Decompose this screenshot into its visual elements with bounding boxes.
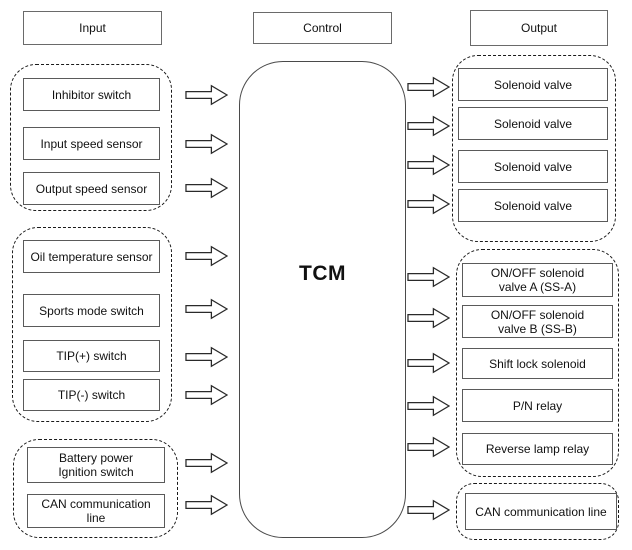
- input-item-label: Battery power Ignition switch: [58, 451, 134, 479]
- input-group-1-dashed-border: [10, 64, 172, 211]
- input-item-label: Sports mode switch: [39, 303, 144, 318]
- output-group-2-dashed-border: [456, 249, 619, 477]
- control-header-label: Control: [303, 21, 342, 35]
- input-item-label: Oil temperature sensor: [30, 249, 153, 264]
- output-arrow-1-right-arrow-icon: [407, 76, 450, 98]
- input-arrow-8-right-arrow-icon: [185, 452, 228, 474]
- output-arrow-10-right-arrow-icon: [407, 499, 450, 521]
- output-arrow-4-right-arrow-icon: [407, 193, 450, 215]
- control-column-header: Control: [253, 12, 392, 44]
- output-arrow-5-right-arrow-icon: [407, 266, 450, 288]
- tcm-label: TCM: [299, 262, 346, 285]
- input-item-label: CAN communication line: [41, 497, 151, 525]
- input-arrow-3-right-arrow-icon: [185, 177, 228, 199]
- input-arrow-1-right-arrow-icon: [185, 84, 228, 106]
- output-arrow-7-right-arrow-icon: [407, 352, 450, 374]
- output-item-label: ON/OFF solenoid valve B (SS-B): [490, 307, 585, 336]
- output-item-label: Solenoid valve: [493, 198, 573, 213]
- output-item-shift-lock-solenoid: Shift lock solenoid: [462, 348, 613, 379]
- input-item-inhibitor-switch: Inhibitor switch: [23, 78, 160, 111]
- output-arrow-6-right-arrow-icon: [407, 307, 450, 329]
- output-item-label: Reverse lamp relay: [485, 442, 590, 456]
- input-header-label: Input: [79, 21, 106, 35]
- input-item-sports-mode-switch: Sports mode switch: [23, 294, 160, 327]
- input-arrow-9-right-arrow-icon: [185, 494, 228, 516]
- input-item-battery-power-ignition-switch: Battery power Ignition switch: [27, 447, 165, 483]
- input-item-oil-temperature-sensor: Oil temperature sensor: [23, 240, 160, 273]
- output-arrow-2-right-arrow-icon: [407, 115, 450, 137]
- input-item-can-communication-line: CAN communication line: [27, 494, 165, 528]
- input-item-label: TIP(+) switch: [56, 349, 127, 363]
- input-arrow-6-right-arrow-icon: [185, 346, 228, 368]
- output-item-label: Solenoid valve: [493, 159, 573, 174]
- input-item-input-speed-sensor: Input speed sensor: [23, 127, 160, 160]
- output-header-label: Output: [520, 21, 558, 35]
- output-item-reverse-lamp-relay: Reverse lamp relay: [462, 433, 613, 465]
- tcm-box: TCM: [239, 61, 406, 538]
- output-group-1-dashed-border: [452, 55, 616, 242]
- output-column-header: Output: [470, 10, 608, 46]
- input-item-tip-plus-switch: TIP(+) switch: [23, 340, 160, 372]
- input-item-label: Inhibitor switch: [51, 87, 132, 102]
- output-arrow-3-right-arrow-icon: [407, 154, 450, 176]
- input-arrow-5-right-arrow-icon: [185, 298, 228, 320]
- input-arrow-4-right-arrow-icon: [185, 245, 228, 267]
- input-item-output-speed-sensor: Output speed sensor: [23, 172, 160, 205]
- output-item-pn-relay: P/N relay: [462, 389, 613, 422]
- input-arrow-2-right-arrow-icon: [185, 133, 228, 155]
- input-group-2-dashed-border: [12, 227, 172, 422]
- output-item-solenoid-valve-1: Solenoid valve: [458, 68, 608, 101]
- output-item-label: Solenoid valve: [493, 116, 573, 131]
- output-item-label: P/N relay: [512, 398, 563, 413]
- output-item-can-communication-line: CAN communication line: [465, 493, 617, 530]
- input-arrow-7-right-arrow-icon: [185, 384, 228, 406]
- output-item-solenoid-valve-4: Solenoid valve: [458, 189, 608, 222]
- output-arrow-8-right-arrow-icon: [407, 395, 450, 417]
- input-item-label: TIP(-) switch: [57, 388, 126, 402]
- output-item-onoff-solenoid-valve-b: ON/OFF solenoid valve B (SS-B): [462, 305, 613, 338]
- output-item-solenoid-valve-2: Solenoid valve: [458, 107, 608, 140]
- output-item-label: ON/OFF solenoid valve A (SS-A): [490, 266, 585, 294]
- input-item-label: Input speed sensor: [40, 136, 143, 151]
- output-group-3-dashed-border: [456, 483, 619, 540]
- output-item-label: CAN communication line: [475, 504, 607, 519]
- input-item-tip-minus-switch: TIP(-) switch: [23, 379, 160, 411]
- output-arrow-9-right-arrow-icon: [407, 436, 450, 458]
- output-item-solenoid-valve-3: Solenoid valve: [458, 150, 608, 183]
- output-item-onoff-solenoid-valve-a: ON/OFF solenoid valve A (SS-A): [462, 263, 613, 297]
- input-column-header: Input: [23, 11, 162, 45]
- input-group-3-dashed-border: [13, 439, 178, 538]
- input-item-label: Output speed sensor: [35, 181, 148, 196]
- output-item-label: Shift lock solenoid: [489, 356, 586, 371]
- output-item-label: Solenoid valve: [493, 77, 573, 92]
